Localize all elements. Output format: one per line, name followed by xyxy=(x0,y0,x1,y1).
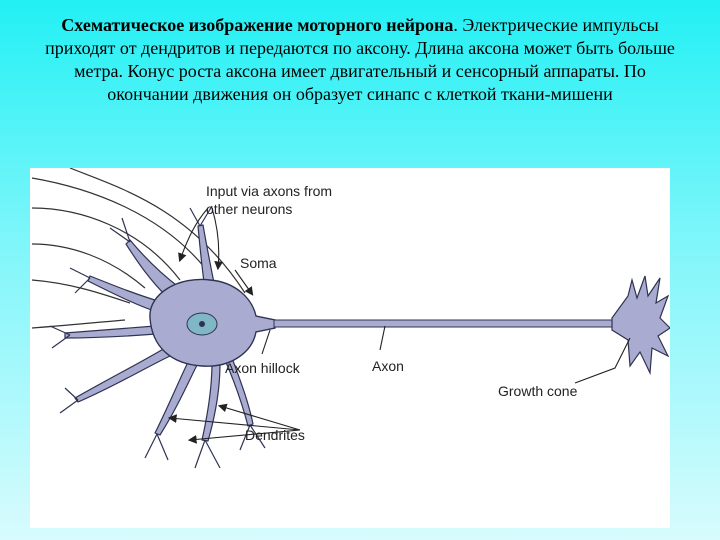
label-dendrites: Dendrites xyxy=(245,427,305,443)
caption-bold: Схематическое изображение моторного нейр… xyxy=(61,15,454,35)
dendrite-twigs xyxy=(49,205,266,469)
neuron-diagram: Input via axons from other neurons Soma … xyxy=(31,168,670,469)
neuron-figure: Input via axons from other neurons Soma … xyxy=(30,168,670,528)
nucleolus xyxy=(199,321,205,327)
dendrite-lower xyxy=(154,357,199,436)
label-input-line2: other neurons xyxy=(206,201,292,217)
label-pointers xyxy=(167,207,631,444)
growth-cone xyxy=(611,275,670,376)
label-axon-hillock: Axon hillock xyxy=(225,360,301,376)
axon-shaft xyxy=(273,319,615,328)
dendrite-upper-left xyxy=(87,275,166,314)
dendrite-left xyxy=(64,325,157,339)
dendrite-bottom-right xyxy=(224,357,254,427)
dendrite-upper xyxy=(125,239,181,299)
input-axon-lines xyxy=(31,168,246,329)
dendrite-lower-left xyxy=(74,347,171,403)
caption: Схематическое изображение моторного нейр… xyxy=(40,14,680,106)
label-input-line1: Input via axons from xyxy=(206,183,332,199)
dendrites-group xyxy=(64,224,254,442)
label-axon: Axon xyxy=(372,358,404,374)
dendrite-top xyxy=(197,224,216,291)
dendrite-bottom xyxy=(201,362,221,442)
caption-rest: . Электрические импульсы приходят от ден… xyxy=(45,15,675,104)
label-growth-cone: Growth cone xyxy=(498,383,578,399)
label-soma: Soma xyxy=(240,255,277,271)
